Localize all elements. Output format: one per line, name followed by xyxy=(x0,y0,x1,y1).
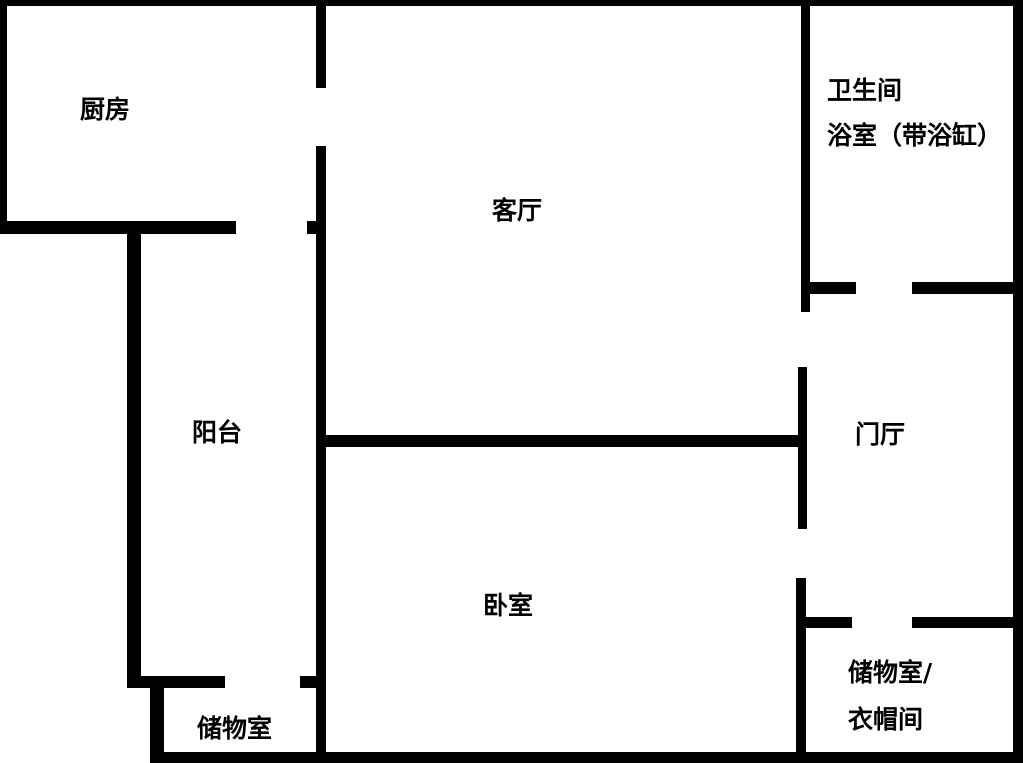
wall-bottom-edge xyxy=(150,752,1023,763)
room-label-balcony: 阳台 xyxy=(192,418,243,447)
room-label-storage-right-line1: 储物室/ xyxy=(848,658,933,687)
wall-bedroom-right xyxy=(796,578,806,763)
room-label-entrance-hall: 门厅 xyxy=(855,420,906,449)
wall-bathroom-bottom-right xyxy=(912,282,1023,294)
room-label-storage-left: 储物室 xyxy=(197,714,273,743)
room-label-storage-right-line2: 衣帽间 xyxy=(848,705,924,734)
wall-living-bedroom xyxy=(316,435,806,447)
wall-storage-right-top-left xyxy=(800,617,852,628)
wall-balcony-left xyxy=(127,234,141,686)
wall-entrance-left xyxy=(798,367,807,529)
room-label-bathroom: 卫生间 浴室（带浴缸） xyxy=(827,78,1002,148)
wall-living-right-top xyxy=(801,0,810,312)
wall-kitchen-bottom xyxy=(0,221,236,234)
wall-storage-right-top-right xyxy=(912,617,1023,628)
wall-right-edge xyxy=(1013,0,1023,763)
wall-bathroom-bottom-left xyxy=(801,282,856,294)
wall-kitchen-left xyxy=(0,0,7,234)
room-label-storage-right: 储物室/ 衣帽间 xyxy=(848,660,932,732)
wall-balcony-bottom-right xyxy=(300,676,322,688)
wall-balcony-bottom-left xyxy=(127,676,225,688)
room-label-living-room: 客厅 xyxy=(492,196,543,225)
wall-living-left xyxy=(316,146,326,763)
room-label-kitchen: 厨房 xyxy=(80,95,131,124)
wall-storage-left-side xyxy=(150,676,164,763)
wall-kitchen-right xyxy=(316,0,326,88)
room-label-bathroom-line2: 浴室（带浴缸） xyxy=(827,121,1003,150)
wall-top-edge xyxy=(0,0,1023,6)
room-label-bathroom-line1: 卫生间 xyxy=(827,76,903,105)
room-label-bedroom: 卧室 xyxy=(483,591,534,620)
